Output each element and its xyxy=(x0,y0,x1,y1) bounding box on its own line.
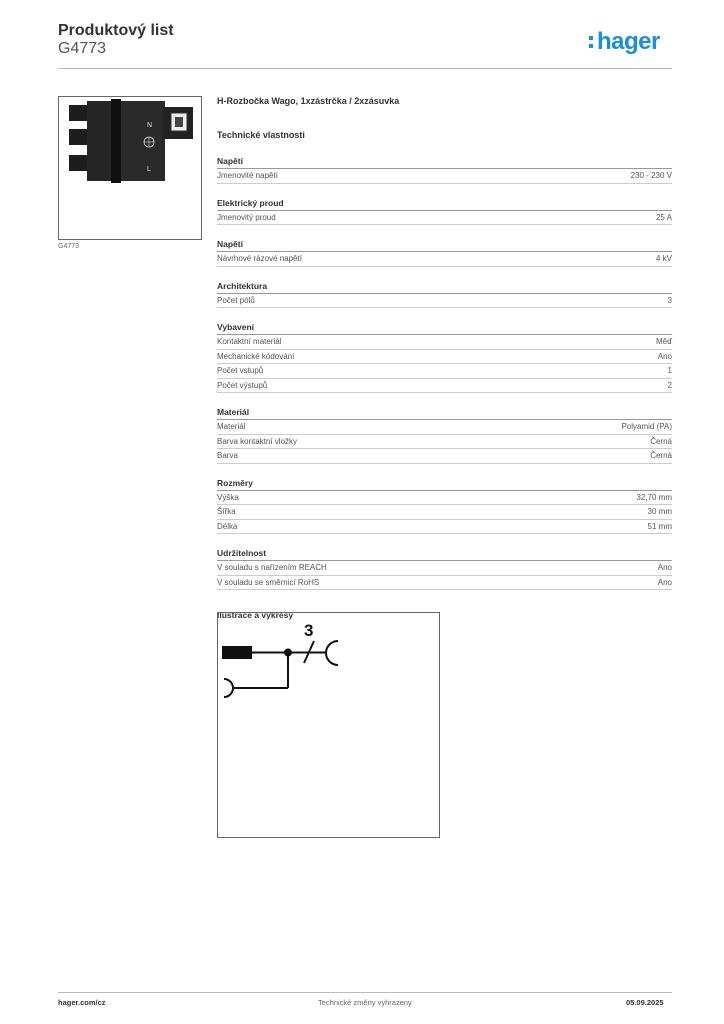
spec-label: Materiál xyxy=(217,422,246,431)
spec-value: 3 xyxy=(667,295,672,305)
spec-group-napeti: Napětí Jmenovité napětí 230 - 230 V xyxy=(217,156,672,184)
spec-row: Délka 51 mm xyxy=(217,520,672,534)
spec-row: Jmenovité napětí 230 - 230 V xyxy=(217,169,672,184)
product-code: G4773 xyxy=(58,40,107,57)
spec-row: V souladu se směrnicí RoHS Ano xyxy=(217,576,672,590)
group-title: Materiál xyxy=(217,407,672,420)
spec-row: Počet vstupů 1 xyxy=(217,364,672,379)
spec-row: Barva Černá xyxy=(217,449,672,464)
photo-marking-l: L xyxy=(147,166,151,173)
product-title: H-Rozbočka Wago, 1xzástrčka / 2xzásuvka xyxy=(217,96,400,106)
spec-row: Barva kontaktní vložky Černá xyxy=(217,435,672,449)
spec-row: Šířka 30 mm xyxy=(217,505,672,520)
spec-value: Měď xyxy=(655,337,672,346)
spec-value: 32,70 mm xyxy=(636,492,672,502)
spec-label: Počet výstupů xyxy=(217,380,268,390)
spec-group-material: Materiál Materiál Polyamid (PA) Barva ko… xyxy=(217,407,672,464)
connector-image-icon: N L xyxy=(69,99,193,183)
group-title: Rozměry xyxy=(217,478,672,491)
spec-value: Černá xyxy=(650,451,672,460)
footer-website-link[interactable]: hager.com/cz xyxy=(58,998,106,1007)
spec-label: Počet pólů xyxy=(217,295,255,305)
spec-label: Mechanické kódování xyxy=(217,351,295,361)
spec-label: Šířka xyxy=(217,507,236,516)
spec-group-architektura: Architektura Počet pólů 3 xyxy=(217,281,672,308)
spec-label: Návrhové rázové napětí xyxy=(217,254,302,263)
spec-label: Počet vstupů xyxy=(217,366,264,375)
hager-logo[interactable]: hager xyxy=(589,28,660,56)
group-title: Udržitelnost xyxy=(217,548,672,561)
spec-value: 25 A xyxy=(655,212,672,222)
spec-value: Ano xyxy=(657,563,672,572)
spec-value: Ano xyxy=(657,577,672,587)
spec-value: Ano xyxy=(657,351,672,361)
spec-row: V souladu s nařízením REACH Ano xyxy=(217,561,672,576)
spec-label: V souladu se směrnicí RoHS xyxy=(217,577,320,587)
product-photo: N L xyxy=(58,96,202,240)
footer-date: 05.09.2025 xyxy=(626,998,664,1007)
spec-label: Kontaktní materiál xyxy=(217,337,282,346)
group-title: Napětí xyxy=(217,239,672,252)
spec-row: Kontaktní materiál Měď xyxy=(217,335,672,350)
spec-label: Barva kontaktní vložky xyxy=(217,436,298,446)
spec-group-rozmery: Rozměry Výška 32,70 mm Šířka 30 mm Délka… xyxy=(217,478,672,534)
spec-value: 4 kV xyxy=(655,254,672,263)
spec-group-napeti-2: Napětí Návrhové rázové napětí 4 kV xyxy=(217,239,672,267)
spec-row: Mechanické kódování Ano xyxy=(217,350,672,364)
group-title: Napětí xyxy=(217,156,672,169)
spec-group-proud: Elektrický proud Jmenovitý proud 25 A xyxy=(217,198,672,225)
spec-label: Jmenovité napětí xyxy=(217,171,278,180)
spec-label: Barva xyxy=(217,451,238,460)
spec-group-vybaveni: Vybavení Kontaktní materiál Měď Mechanic… xyxy=(217,322,672,393)
wiring-symbol-icon: 3 xyxy=(222,621,339,698)
pole-count-label: 3 xyxy=(304,621,313,640)
photo-marking-n: N xyxy=(147,122,152,129)
spec-value: 51 mm xyxy=(647,521,672,531)
footer-note: Technické změny vyhrazeny xyxy=(318,998,412,1007)
spec-group-udrzitelnost: Udržitelnost V souladu s nařízením REACH… xyxy=(217,548,672,590)
illustration-title: Ilustrace a výkresy xyxy=(217,610,294,620)
spec-row: Jmenovitý proud 25 A xyxy=(217,211,672,225)
page-title: Produktový list xyxy=(58,22,174,39)
footer-divider xyxy=(58,992,672,993)
spec-value: Černá xyxy=(650,436,672,446)
spec-label: V souladu s nařízením REACH xyxy=(217,563,327,572)
group-title: Architektura xyxy=(217,281,672,294)
spec-value: 230 - 230 V xyxy=(630,171,672,180)
spec-row: Materiál Polyamid (PA) xyxy=(217,420,672,435)
wiring-diagram: 3 xyxy=(217,612,440,838)
spec-label: Jmenovitý proud xyxy=(217,212,276,222)
spec-content: H-Rozbočka Wago, 1xzástrčka / 2xzásuvka … xyxy=(217,96,672,622)
spec-row: Výška 32,70 mm xyxy=(217,491,672,505)
group-title: Elektrický proud xyxy=(217,198,672,211)
header-divider xyxy=(58,68,672,69)
spec-label: Délka xyxy=(217,521,238,531)
spec-row: Návrhové rázové napětí 4 kV xyxy=(217,252,672,267)
spec-value: Polyamid (PA) xyxy=(621,422,672,431)
spec-row: Počet pólů 3 xyxy=(217,294,672,308)
logo-wordmark: hager xyxy=(597,28,660,55)
logo-dots-icon xyxy=(589,36,594,50)
group-title: Vybavení xyxy=(217,322,672,335)
photo-caption: G4773 xyxy=(58,243,80,250)
section-title: Technické vlastnosti xyxy=(217,130,305,140)
spec-row: Počet výstupů 2 xyxy=(217,379,672,393)
spec-value: 30 mm xyxy=(647,507,672,516)
spec-value: 2 xyxy=(667,380,672,390)
spec-value: 1 xyxy=(667,366,672,375)
spec-label: Výška xyxy=(217,492,239,502)
